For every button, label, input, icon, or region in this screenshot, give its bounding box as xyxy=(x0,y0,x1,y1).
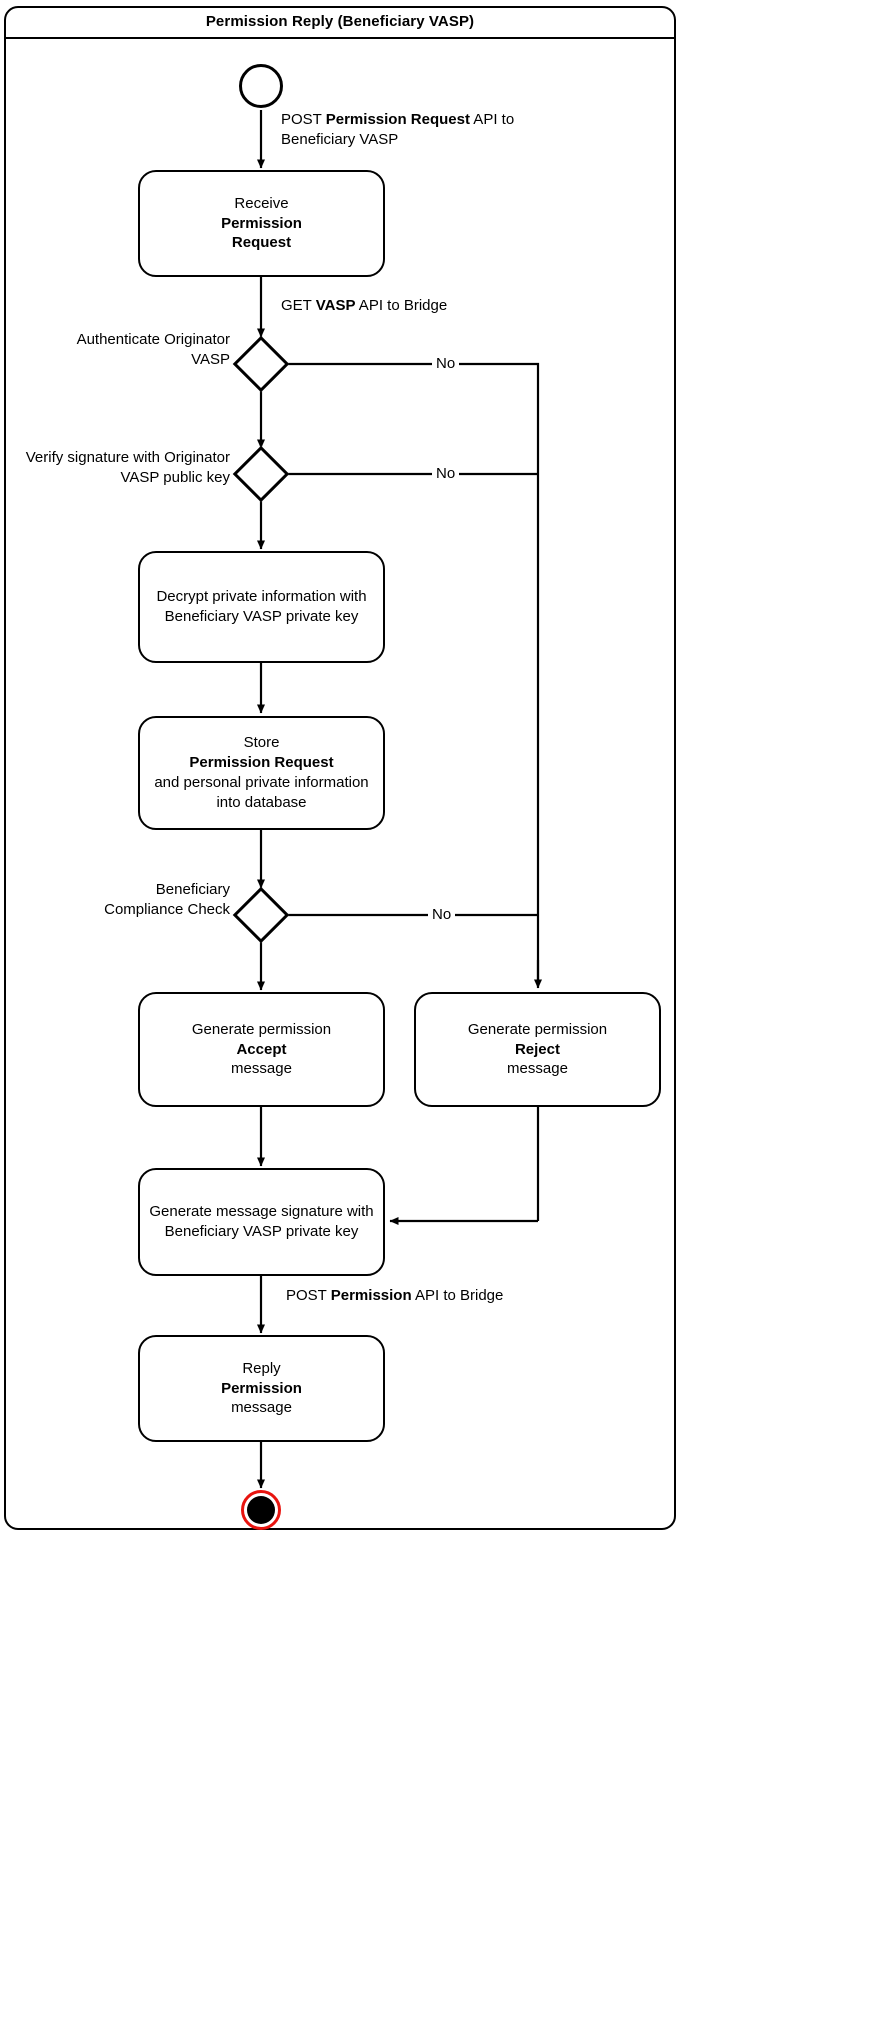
page-title: Permission Reply (Beneficiary VASP) xyxy=(4,6,676,39)
edge-label-get-vasp-text: GET VASP API to Bridge xyxy=(281,297,448,314)
reject-line1: Generate permission xyxy=(467,1020,608,1038)
edge-label-get-vasp: GET VASP API to Bridge xyxy=(281,296,571,316)
receive-line1: Receive Permission xyxy=(221,194,302,232)
edge-label-no-compliance: No xyxy=(428,907,456,922)
edge-label-no-verify: No xyxy=(432,466,460,481)
decrypt-text: Decrypt private information with Benefic… xyxy=(156,588,367,625)
decision-authenticate-label: Authenticate Originator VASP xyxy=(76,331,230,368)
edge-label-line2: to Beneficiary VASP xyxy=(281,111,515,148)
start-circle xyxy=(239,64,283,108)
node-generate-message-signature[interactable]: Generate message signature with Benefici… xyxy=(138,1168,385,1276)
edge-label-post-permission: POST Permission API to Bridge xyxy=(286,1286,546,1306)
accept-line1: Generate permission xyxy=(191,1020,332,1038)
node-generate-accept-message[interactable]: Generate permission Accept message xyxy=(138,992,385,1107)
decision-compliance-label: Beneficiary Compliance Check xyxy=(104,881,230,918)
edge-label-line1: POST Permission Request API xyxy=(281,111,498,128)
decision-verify-label: Verify signature with Originator VASP pu… xyxy=(25,449,230,486)
end-circle-fill xyxy=(247,1496,275,1524)
reject-line2: Reject message xyxy=(507,1040,568,1078)
store-text: Store Permission Request and personal pr… xyxy=(154,734,369,811)
receive-line2: Request xyxy=(231,234,292,252)
node-generate-reject-message[interactable]: Generate permission Reject message xyxy=(414,992,661,1107)
accept-line2: Accept message xyxy=(231,1040,292,1078)
node-reply-permission-message[interactable]: Reply Permission message xyxy=(138,1335,385,1442)
node-store-permission-request[interactable]: Store Permission Request and personal pr… xyxy=(138,716,385,830)
post-permission-line1: POST Permission API xyxy=(286,1287,440,1304)
post-permission-line2: to Bridge xyxy=(443,1287,504,1304)
edge-label-no-authenticate: No xyxy=(432,356,460,371)
signature-text: Generate message signature with Benefici… xyxy=(149,1203,374,1240)
reply-text: Reply Permission message xyxy=(221,1359,302,1417)
node-receive-permission-request[interactable]: Receive Permission Request xyxy=(138,170,385,277)
edge-label-post-permission-request: POST Permission Request API to Beneficia… xyxy=(281,110,571,150)
node-decrypt-private-information[interactable]: Decrypt private information with Benefic… xyxy=(138,551,385,663)
